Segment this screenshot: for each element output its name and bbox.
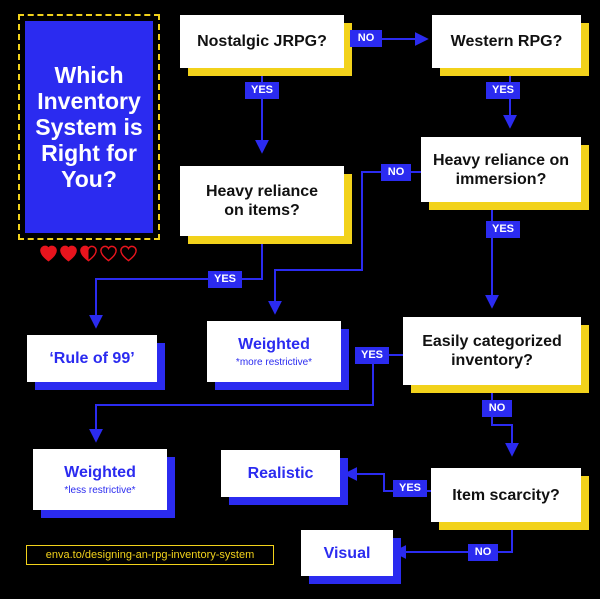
question-reliance-on-items: Heavy reliance on items?: [180, 166, 344, 236]
hearts-rating: [39, 244, 138, 266]
title-frame: [18, 14, 160, 240]
question-reliance-on-immersion: Heavy reliance on immersion?: [421, 137, 581, 202]
question-label: Item scarcity?: [452, 486, 560, 504]
edge-label-q3-yes: YES: [208, 271, 242, 288]
heart-full-icon: [60, 245, 77, 262]
question-label: Western RPG?: [450, 33, 563, 50]
question-label: Nostalgic JRPG?: [197, 33, 327, 50]
result-weighted-more-restrictive: Weighted *more restrictive*: [207, 321, 341, 382]
question-nostalgic-jrpg: Nostalgic JRPG?: [180, 15, 344, 68]
edge-label-q6-yes: YES: [393, 480, 427, 497]
question-label: Easily categorized inventory?: [422, 333, 562, 369]
article-link[interactable]: enva.to/designing-an-rpg-inventory-syste…: [26, 545, 274, 565]
heart-empty-icon: [120, 245, 137, 262]
edge-q3-yes: [89, 236, 263, 329]
result-label: Visual: [323, 544, 371, 562]
result-label: Weighted: [64, 463, 136, 481]
result-visual: Visual: [301, 530, 393, 576]
result-label: ‘Rule of 99’: [49, 350, 135, 367]
result-weighted-less-restrictive: Weighted *less restrictive*: [33, 449, 167, 510]
edge-label-q5-yes: YES: [355, 347, 389, 364]
result-realistic: Realistic: [221, 450, 340, 497]
edge-label-q4-yes: YES: [486, 221, 520, 238]
result-label: Weighted: [238, 335, 310, 353]
edge-label-q4-no: NO: [381, 164, 411, 181]
result-note: *more restrictive*: [235, 356, 313, 368]
heart-full-icon: [40, 245, 57, 262]
question-western-rpg: Western RPG?: [432, 15, 581, 68]
question-label: Heavy reliance on immersion?: [432, 151, 570, 188]
heart-half-icon: [80, 245, 97, 262]
question-item-scarcity: Item scarcity?: [431, 468, 581, 522]
title-box: Which Inventory System is Right for You?: [25, 21, 153, 233]
edge-q6-no: [392, 522, 513, 559]
edge-label-q1-no: NO: [350, 30, 382, 47]
edge-label-q5-no: NO: [482, 400, 512, 417]
result-label: Realistic: [247, 465, 314, 482]
edge-label-q6-no: NO: [468, 544, 498, 561]
result-rule-of-99: ‘Rule of 99’: [27, 335, 157, 382]
question-easily-categorized: Easily categorized inventory?: [403, 317, 581, 385]
edge-q5-no: [491, 385, 519, 457]
question-label: Heavy reliance on items?: [205, 183, 319, 219]
edge-label-q2-yes: YES: [486, 82, 520, 99]
result-note: *less restrictive*: [64, 484, 136, 496]
edge-label-q1-yes: YES: [245, 82, 279, 99]
page-title: Which Inventory System is Right for You?: [35, 62, 143, 192]
heart-empty-icon: [100, 245, 117, 262]
